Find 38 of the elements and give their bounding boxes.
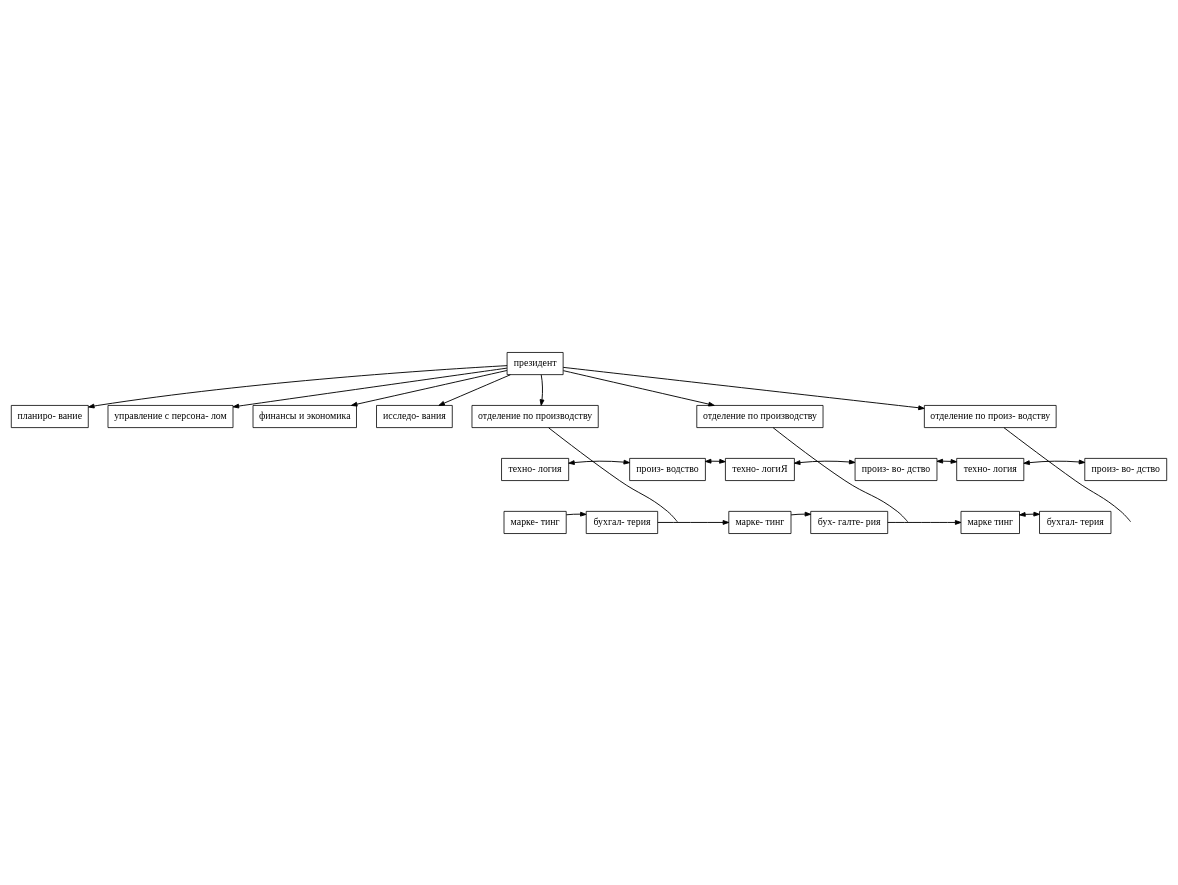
node-box: произ- водство (629, 457, 706, 481)
node-box: произ- во- дство (854, 457, 938, 481)
arrow (1023, 459, 1086, 465)
node-box: планиро- вание (10, 404, 89, 428)
arrow (565, 511, 587, 517)
node-box: марке тинг (960, 510, 1020, 534)
arrow (232, 367, 508, 408)
node-box: марке- тинг (728, 510, 792, 534)
arrow (438, 373, 511, 406)
arrow (350, 369, 508, 407)
node-box: бух- галте- рия (810, 510, 889, 534)
node-box: финансы и экономика (252, 404, 357, 428)
node-box: отделение по произ- водству (923, 404, 1057, 428)
node-box: бухгал- терия (1039, 510, 1112, 534)
arrow (568, 459, 630, 465)
arrow (887, 519, 962, 525)
node-box: бухгал- терия (585, 510, 659, 534)
node-box: управление с персона- лом (107, 404, 234, 428)
node-box: техно- логия (956, 457, 1025, 481)
arrow (88, 364, 508, 408)
node-box: отделение по производству (696, 404, 824, 428)
node-box: техно- логиЯ (725, 457, 795, 481)
node-box: президент (506, 351, 564, 375)
node-box: марке- тинг (503, 510, 567, 534)
connector (772, 426, 909, 522)
node-box: произ- во- дство (1084, 457, 1168, 481)
connector (1003, 426, 1132, 522)
arrow (657, 519, 730, 525)
arrow (1019, 511, 1040, 517)
arrow (790, 511, 812, 517)
connector (548, 426, 678, 522)
arrow (562, 369, 715, 406)
node-box: исследо- вания (376, 404, 453, 428)
arrow (562, 366, 925, 410)
node-box: отделение по производству (471, 404, 599, 428)
arrow (794, 459, 856, 465)
node-box: техно- логия (501, 457, 570, 481)
arrow (539, 373, 545, 406)
